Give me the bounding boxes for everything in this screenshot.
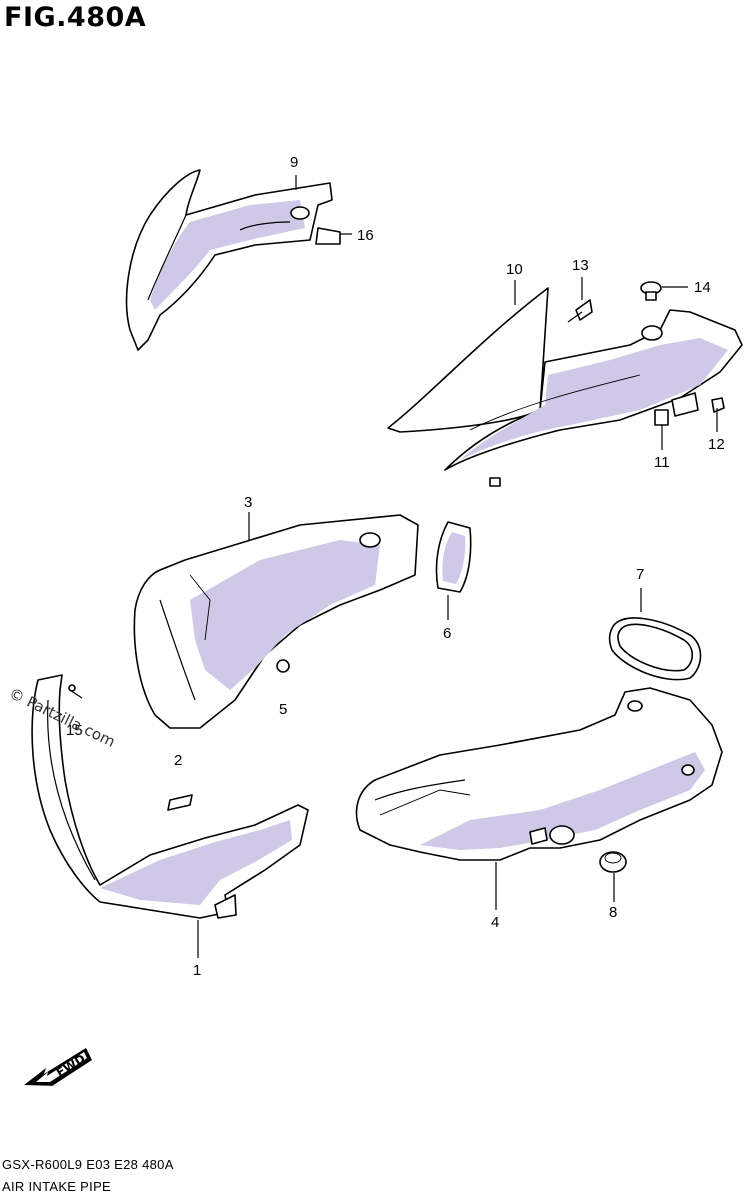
callout-15: 15 bbox=[66, 722, 83, 739]
footer-model-line: GSX-R600L9 E03 E28 480A bbox=[2, 1157, 174, 1172]
part-6-seal bbox=[435, 521, 472, 593]
callout-12: 12 bbox=[708, 436, 725, 453]
part-9-upper-cover bbox=[125, 169, 341, 351]
part-15-screw bbox=[68, 684, 83, 699]
callout-5: 5 bbox=[279, 701, 288, 718]
callout-13: 13 bbox=[572, 257, 589, 274]
callout-11: 11 bbox=[654, 454, 670, 471]
callout-16: 16 bbox=[357, 227, 374, 244]
part-3-air-duct-left bbox=[133, 514, 419, 729]
callout-1: 1 bbox=[193, 962, 202, 979]
part-4-air-duct-right bbox=[355, 687, 723, 861]
callout-3: 3 bbox=[244, 494, 253, 511]
callout-6: 6 bbox=[443, 625, 452, 642]
part-1-lower-cover bbox=[31, 674, 309, 919]
part-8-grommet bbox=[599, 851, 627, 873]
callout-9: 9 bbox=[290, 154, 299, 171]
callout-7: 7 bbox=[636, 566, 645, 583]
part-13-screw bbox=[567, 299, 593, 323]
part-14-nut bbox=[640, 281, 662, 301]
part-10-side-cover bbox=[387, 287, 743, 487]
callout-10: 10 bbox=[506, 261, 523, 278]
callout-2: 2 bbox=[174, 752, 183, 769]
part-7-gasket bbox=[608, 617, 702, 681]
fwd-arrow-label: FWD bbox=[54, 1051, 88, 1080]
callout-4: 4 bbox=[491, 914, 500, 931]
part-5-clip bbox=[276, 659, 290, 673]
footer-caption: AIR INTAKE PIPE bbox=[2, 1179, 112, 1194]
figure-title: FIG.480A bbox=[4, 2, 147, 33]
callout-8: 8 bbox=[609, 904, 618, 921]
leader-lines bbox=[197, 175, 718, 958]
fwd-arrow-icon: FWD bbox=[24, 1048, 92, 1086]
callout-14: 14 bbox=[694, 279, 711, 296]
